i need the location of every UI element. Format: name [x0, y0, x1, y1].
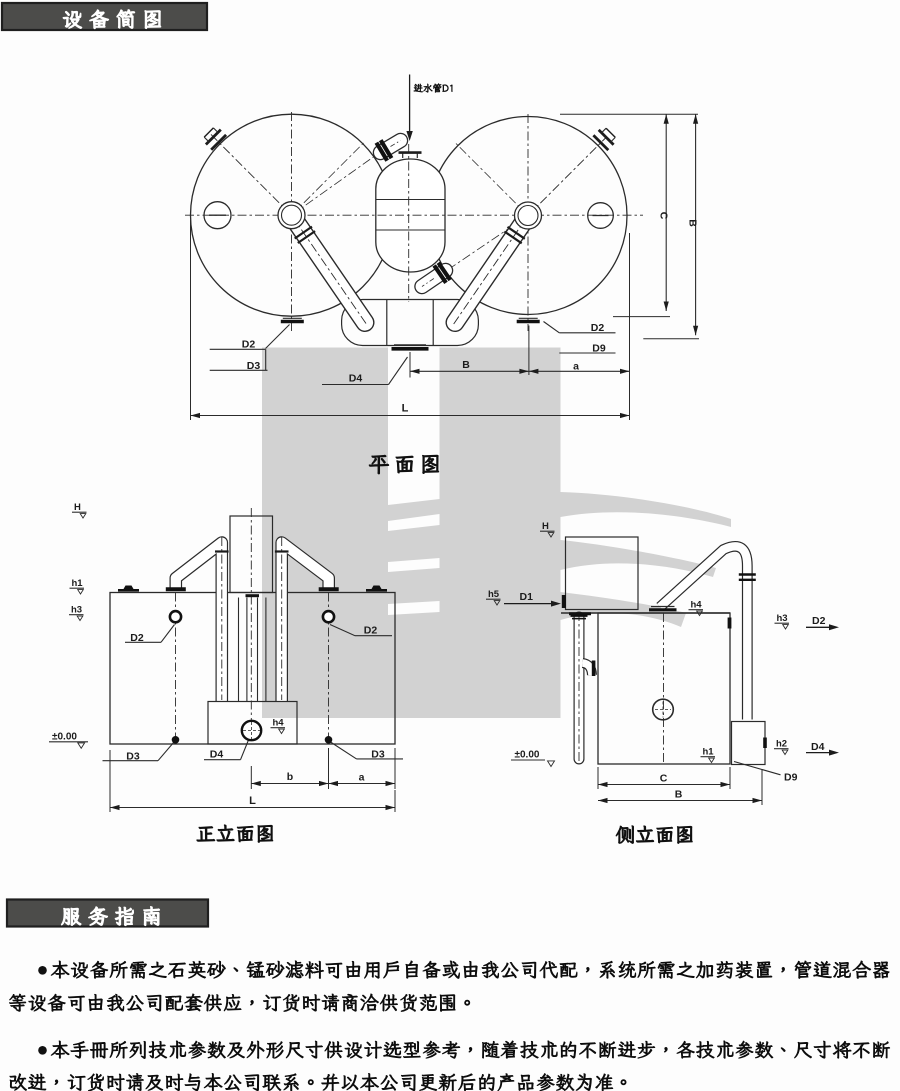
svg-text:D2: D2 [130, 632, 144, 644]
svg-text:h1: h1 [72, 578, 84, 589]
svg-text:D3: D3 [126, 750, 140, 762]
svg-text:D9: D9 [592, 342, 606, 354]
svg-text:D4: D4 [349, 373, 363, 385]
svg-text:H: H [542, 521, 549, 532]
svg-text:a: a [573, 360, 579, 372]
svg-text:b: b [287, 771, 293, 783]
svg-text:D2: D2 [812, 615, 826, 627]
svg-text:D4: D4 [210, 749, 224, 761]
svg-text:D3: D3 [371, 749, 385, 761]
svg-text:D2: D2 [591, 322, 605, 334]
svg-text:±0.00: ±0.00 [52, 732, 77, 743]
svg-text:B: B [675, 789, 683, 801]
svg-text:h4: h4 [273, 718, 285, 729]
svg-text:h2: h2 [776, 739, 787, 750]
svg-text:L: L [249, 795, 256, 807]
svg-text:D2: D2 [242, 339, 256, 351]
svg-text:D2: D2 [364, 625, 378, 637]
svg-text:±0.00: ±0.00 [515, 750, 540, 761]
svg-text:h5: h5 [488, 589, 500, 600]
svg-text:C: C [660, 773, 668, 785]
svg-text:h1: h1 [703, 747, 715, 758]
svg-text:H: H [74, 502, 81, 513]
svg-text:B: B [462, 359, 470, 371]
svg-text:a: a [359, 772, 365, 784]
svg-text:D9: D9 [784, 772, 798, 784]
svg-text:C: C [658, 212, 670, 220]
svg-text:B: B [687, 219, 699, 227]
svg-text:D4: D4 [811, 741, 825, 753]
svg-text:D3: D3 [247, 360, 261, 372]
svg-text:h4: h4 [691, 600, 703, 611]
svg-text:D1: D1 [520, 591, 534, 603]
svg-text:L: L [402, 403, 409, 415]
svg-text:h3: h3 [71, 605, 82, 616]
svg-text:h3: h3 [777, 613, 788, 624]
